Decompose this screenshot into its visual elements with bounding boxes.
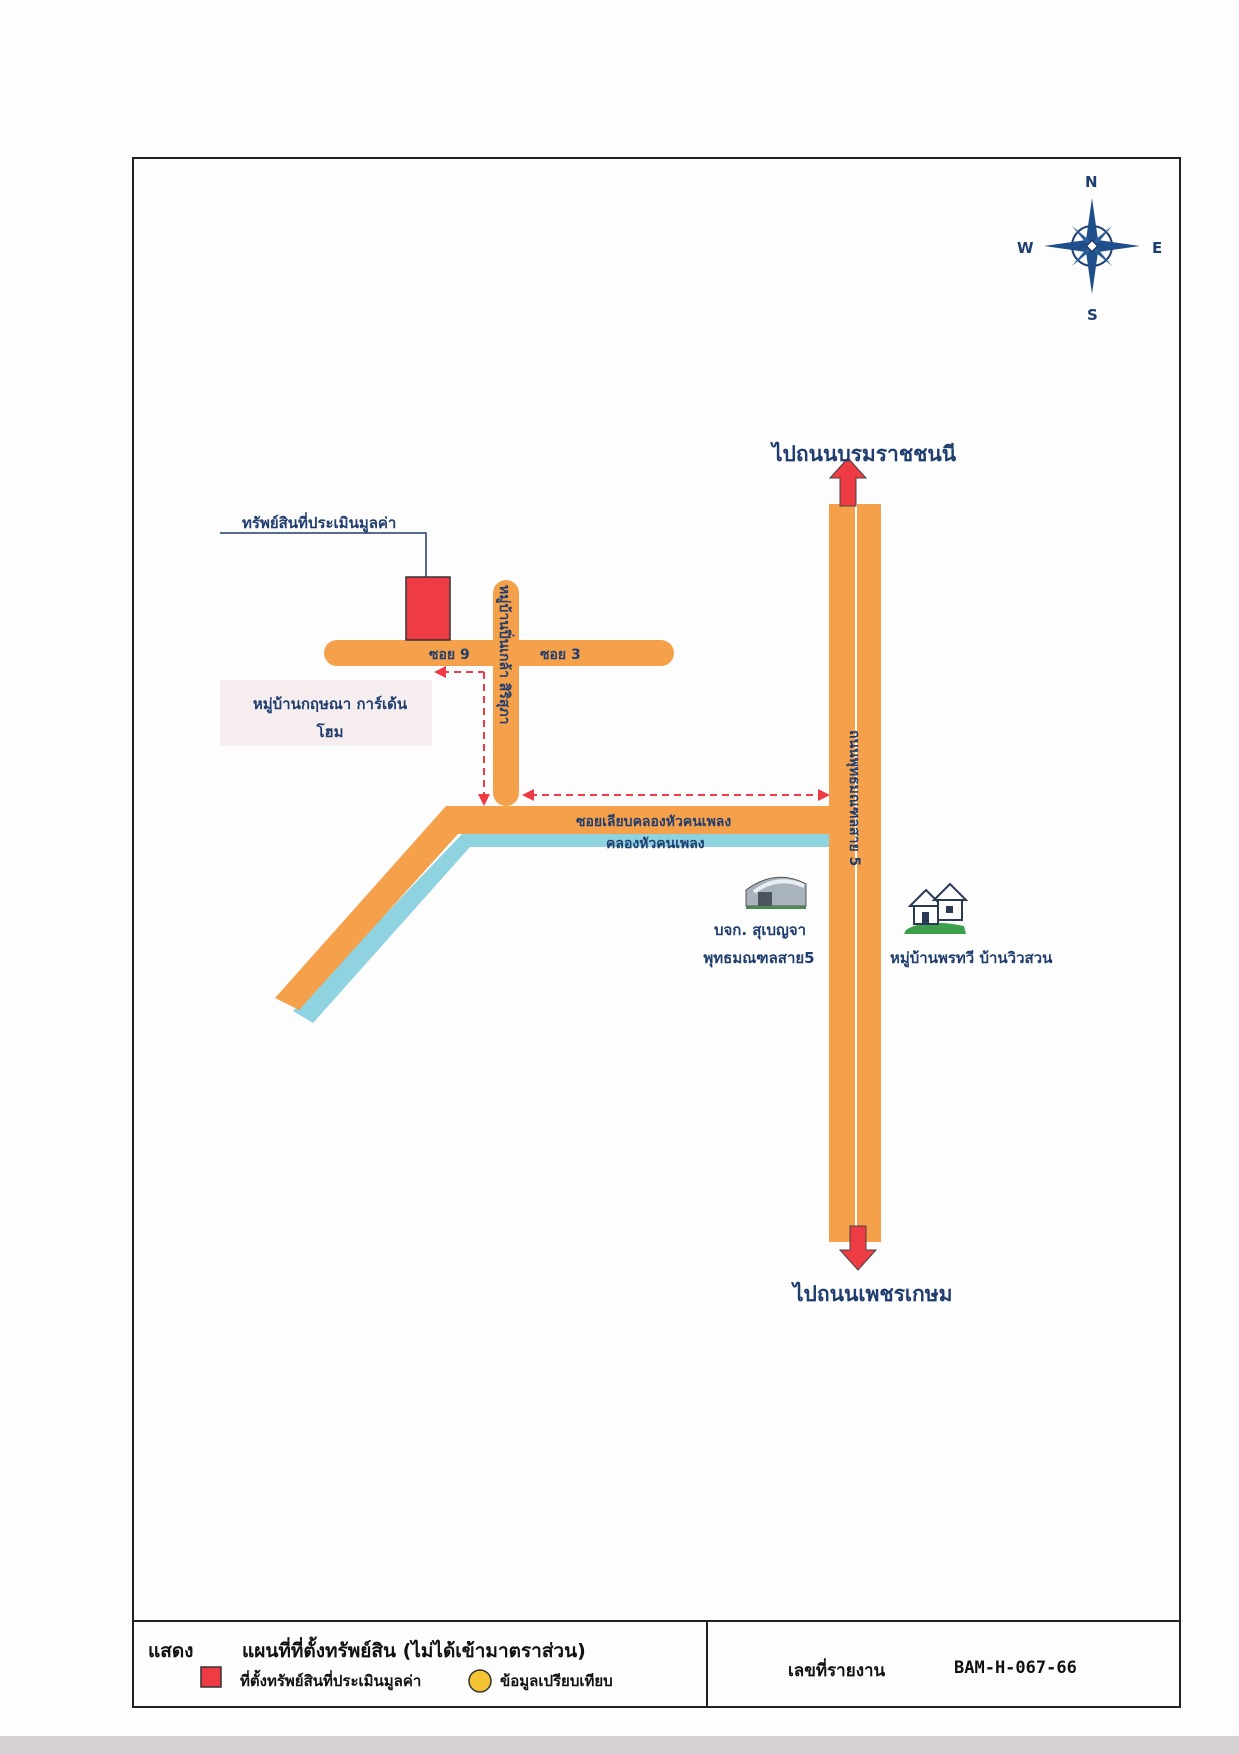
houses-icon — [904, 882, 969, 934]
village-road-label: หมู่บ้านปิ่นเกล้า สิริสุภา — [496, 585, 515, 725]
company-name-label: บจก. สุเบญจา — [713, 921, 807, 939]
legend-comparable-swatch — [468, 1669, 492, 1693]
compass-rose-icon — [1044, 198, 1140, 294]
to-phetkasem-label: ไปถนนเพชรเกษม — [793, 1282, 953, 1306]
to-borommaratchachonnani-label: ไปถนนบรมราชชนนี — [772, 442, 957, 466]
subject-property-marker — [405, 576, 451, 641]
warehouse-icon — [745, 876, 807, 909]
scan-edge — [0, 1736, 1239, 1754]
subject-property-label: ทรัพย์สินที่ประเมินมูลค่า — [242, 514, 397, 532]
soi-9-label: ซอย 9 — [429, 647, 470, 663]
khlong-label: คลองหัวคนเพลง — [606, 836, 705, 852]
village-kritsana-label: หมู่บ้านกฤษณา การ์เด้นโฮม — [252, 695, 408, 741]
legend-subject-label: ที่ตั้งทรัพย์สินที่ประเมินมูลค่า — [240, 1672, 422, 1690]
north-arrow-marker — [828, 457, 868, 507]
village-vertical-road — [493, 580, 519, 806]
legend-subject-swatch — [200, 1666, 222, 1688]
village-kritsana-box — [220, 680, 432, 746]
canal-diagonal — [293, 833, 840, 1023]
legend-map-title: แผนที่ที่ตั้งทรัพย์สิน (ไม่ได้เข้ามาตราส… — [242, 1640, 586, 1662]
compass-north: N — [1085, 173, 1098, 191]
phutthamonthon-road-label: ถนนพุทธมณฑลสาย 5 — [846, 730, 862, 866]
soi-liap-khlong-road — [275, 806, 838, 1010]
subject-leader-line — [220, 532, 427, 577]
village-phonthawi-label: หมู่บ้านพรทวี บ้านวิวสวน — [890, 949, 1053, 967]
legend-comparable-label: ข้อมูลเปรียบเทียบ — [500, 1672, 613, 1690]
company-location-label: พุทธมณฑลสาย5 — [703, 949, 815, 967]
legend-vertical-divider — [706, 1620, 708, 1708]
route-arrowheads — [434, 666, 830, 806]
legend-divider — [132, 1620, 1181, 1622]
compass-south: S — [1087, 306, 1098, 324]
soi-3-label: ซอย 3 — [540, 647, 581, 663]
map-frame — [132, 157, 1181, 1708]
compass-west: W — [1017, 239, 1034, 257]
compass-east: E — [1152, 239, 1162, 257]
legend-show-label: แสดง — [148, 1640, 194, 1662]
route-dashes — [442, 671, 822, 800]
report-number-value: BAM-H-067-66 — [954, 1658, 1077, 1678]
soi-horizontal-road — [324, 640, 674, 666]
south-arrow-marker — [838, 1225, 878, 1271]
soi-liap-khlong-label: ซอยเลียบคลองหัวคนเพลง — [576, 814, 731, 830]
report-number-label: เลขที่รายงาน — [788, 1661, 886, 1681]
